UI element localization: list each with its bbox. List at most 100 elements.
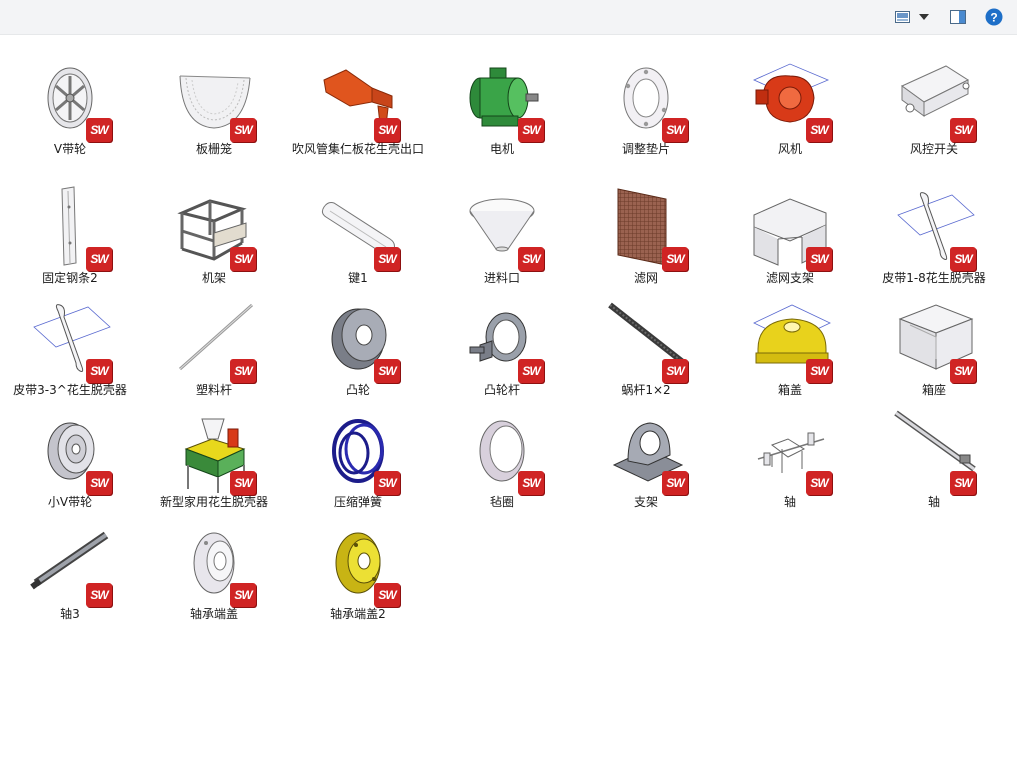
view-mode-icon[interactable] — [895, 8, 911, 26]
file-item[interactable]: SW 键1 — [288, 173, 428, 285]
steel-bar-icon — [20, 185, 120, 269]
file-name: 机架 — [201, 271, 226, 285]
solidworks-badge-icon: SW — [662, 471, 688, 495]
worm-icon — [596, 297, 696, 381]
solidworks-badge-text: SW — [666, 252, 684, 266]
file-item[interactable]: SW 新型家用花生脱壳器 — [144, 397, 284, 509]
solidworks-badge-text: SW — [234, 588, 252, 602]
file-name: 滤网支架 — [765, 271, 814, 285]
preview-pane-icon[interactable] — [949, 8, 967, 26]
file-item[interactable]: SW 风机 — [720, 44, 860, 156]
file-item[interactable]: SW 调整垫片 — [576, 44, 716, 156]
file-name: 键1 — [348, 271, 368, 285]
help-icon[interactable]: ? — [985, 8, 1003, 26]
solidworks-badge-icon: SW — [86, 118, 112, 142]
spring-icon — [308, 409, 408, 493]
file-name: 压缩弹簧 — [333, 495, 382, 509]
fan-icon — [740, 56, 840, 140]
small-v-pulley-icon — [20, 409, 120, 493]
shim-icon — [596, 56, 696, 140]
file-name: 轴承端盖2 — [330, 607, 386, 621]
solidworks-badge-icon: SW — [806, 359, 832, 383]
solidworks-badge-text: SW — [810, 252, 828, 266]
file-item[interactable]: SW 箱座 — [864, 285, 1004, 397]
file-item[interactable]: SW 滤网支架 — [720, 173, 860, 285]
svg-text:?: ? — [990, 11, 997, 25]
file-name: 风机 — [777, 142, 802, 156]
solidworks-badge-text: SW — [954, 476, 972, 490]
file-item[interactable]: SW 支架 — [576, 397, 716, 509]
solidworks-badge-text: SW — [234, 476, 252, 490]
shaft-icon — [884, 409, 984, 493]
file-name: 调整垫片 — [621, 142, 670, 156]
file-name: 电机 — [489, 142, 514, 156]
solidworks-badge-icon: SW — [806, 118, 832, 142]
file-item[interactable]: SW 轴 — [864, 397, 1004, 509]
solidworks-badge-icon: SW — [86, 359, 112, 383]
file-name: 轴 — [783, 495, 796, 509]
solidworks-badge-icon: SW — [374, 118, 400, 142]
file-name: 支架 — [633, 495, 658, 509]
solidworks-badge-icon: SW — [86, 247, 112, 271]
solidworks-badge-icon: SW — [374, 583, 400, 607]
solidworks-badge-icon: SW — [950, 247, 976, 271]
solidworks-badge-text: SW — [522, 364, 540, 378]
file-name: 风控开关 — [909, 142, 958, 156]
file-name: 新型家用花生脱壳器 — [159, 495, 268, 509]
file-item[interactable]: SW 电机 — [432, 44, 572, 156]
solidworks-badge-text: SW — [666, 123, 684, 137]
file-name: 轴 — [927, 495, 940, 509]
solidworks-badge-text: SW — [234, 123, 252, 137]
file-name: V带轮 — [53, 142, 87, 156]
solidworks-badge-icon: SW — [950, 359, 976, 383]
shaft3-icon — [20, 521, 120, 605]
solidworks-badge-text: SW — [810, 123, 828, 137]
chevron-down-icon[interactable] — [918, 8, 930, 26]
file-name: 塑料杆 — [195, 383, 232, 397]
cam-icon — [308, 297, 408, 381]
solidworks-badge-icon: SW — [86, 583, 112, 607]
box-base-icon — [884, 297, 984, 381]
solidworks-badge-text: SW — [378, 123, 396, 137]
file-item[interactable]: SW 轴承端盖 — [144, 509, 284, 621]
solidworks-badge-icon: SW — [950, 471, 976, 495]
file-name: 箱座 — [921, 383, 946, 397]
solidworks-badge-text: SW — [954, 364, 972, 378]
solidworks-badge-text: SW — [90, 364, 108, 378]
belt-icon — [20, 297, 120, 381]
solidworks-badge-icon: SW — [518, 118, 544, 142]
solidworks-badge-text: SW — [378, 252, 396, 266]
solidworks-badge-text: SW — [90, 588, 108, 602]
solidworks-badge-icon: SW — [230, 471, 256, 495]
solidworks-badge-text: SW — [234, 252, 252, 266]
filter-mesh-icon — [596, 185, 696, 269]
solidworks-badge-icon: SW — [86, 471, 112, 495]
solidworks-badge-icon: SW — [518, 247, 544, 271]
solidworks-badge-text: SW — [666, 476, 684, 490]
solidworks-badge-text: SW — [378, 364, 396, 378]
file-item[interactable]: SW 机架 — [144, 173, 284, 285]
file-name: 凸轮杆 — [483, 383, 520, 397]
file-name: 轴承端盖 — [189, 607, 238, 621]
shaft-assembly-icon — [740, 409, 840, 493]
